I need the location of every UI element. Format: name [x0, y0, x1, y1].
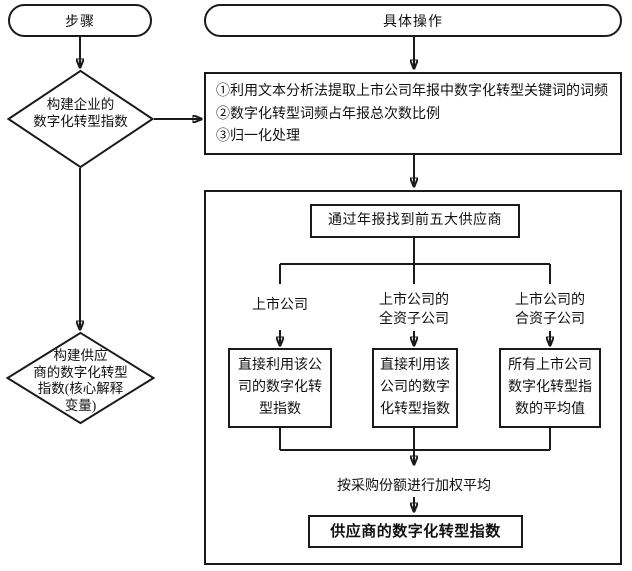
steps-header: 步骤 — [8, 4, 152, 37]
build-supplier-index-diamond: 构建供应 商的数字化转型 指数(核心解释 变量) — [6, 332, 155, 424]
build-supplier-index-label: 构建供应 商的数字化转型 指数(核心解释 变量) — [33, 348, 128, 413]
branch-label-wholly-owned-subsidiary: 上市公司的 全资子公司 — [379, 293, 449, 327]
find-top5-suppliers-box: 通过年报找到前五大供应商 — [310, 204, 520, 238]
operations-header-label: 具体操作 — [383, 14, 443, 30]
branch-box-use-company-index-left: 直接利用该公 司的数字化转 型指数 — [228, 348, 332, 428]
branch-box-average-index-right: 所有上市公司 数字化转型指 数的平均值 — [499, 348, 601, 428]
operation-step-1: ①利用文本分析法提取上市公司年报中数字化转型关键词的词频 — [216, 84, 608, 99]
firm-index-operations-box: ①利用文本分析法提取上市公司年报中数字化转型关键词的词频 ②数字化转型词频占年报… — [204, 72, 622, 155]
build-firm-index-label: 构建企业的 数字化转型指数 — [33, 97, 128, 129]
branch-box-use-company-index-center: 直接利用该 公司的数字 化转型指数 — [372, 348, 458, 428]
find-top5-suppliers-label: 通过年报找到前五大供应商 — [328, 213, 502, 228]
diamond-shape — [6, 332, 155, 424]
branch-label-joint-venture-subsidiary: 上市公司的 合资子公司 — [515, 293, 585, 327]
branch-label-listed-company: 上市公司 — [252, 298, 308, 313]
operation-step-2: ②数字化转型词频占年报总次数比例 — [216, 106, 440, 122]
operations-header: 具体操作 — [204, 4, 622, 37]
supplier-index-result-box: 供应商的数字化转型指数 — [308, 515, 523, 548]
supplier-index-container — [204, 190, 622, 565]
diamond-shape — [7, 70, 154, 168]
steps-header-label: 步骤 — [65, 14, 95, 30]
operation-step-3: ③归一化处理 — [216, 129, 300, 144]
weighting-step-label: 按采购份额进行加权平均 — [337, 479, 491, 494]
build-firm-index-diamond: 构建企业的 数字化转型指数 — [7, 70, 154, 168]
